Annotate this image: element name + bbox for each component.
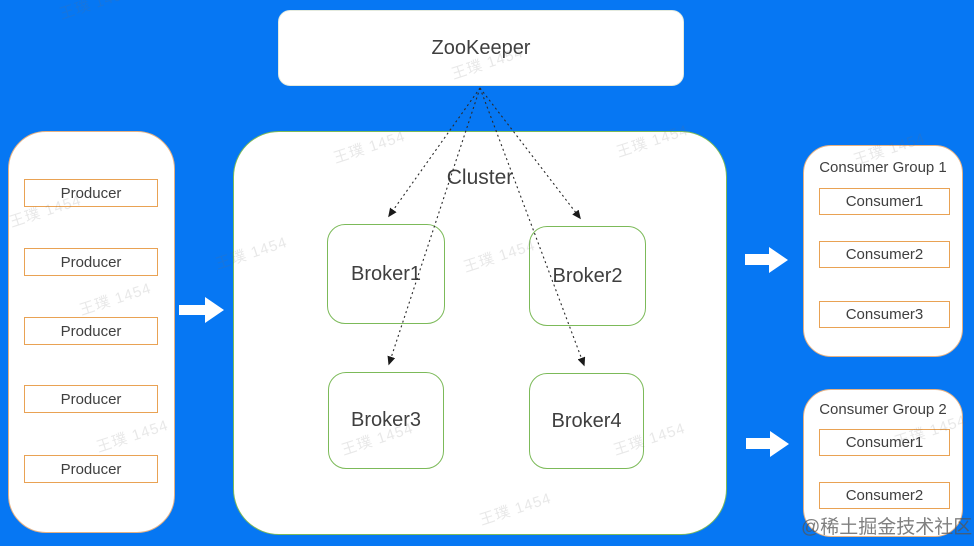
broker-label: Broker2 bbox=[552, 264, 623, 287]
site-credit-watermark: @稀土掘金技术社区 bbox=[801, 517, 973, 538]
consumer-node: Consumer3 bbox=[819, 301, 950, 328]
consumer-label: Consumer1 bbox=[845, 434, 924, 451]
cluster-to-group1-arrow bbox=[745, 247, 788, 273]
producer-node: Producer bbox=[24, 455, 158, 483]
zookeeper-label: ZooKeeper bbox=[431, 36, 531, 59]
producer-label: Producer bbox=[60, 390, 122, 408]
consumer-label: Consumer2 bbox=[845, 246, 924, 263]
cluster-to-group2-arrow bbox=[746, 431, 789, 457]
producer-label: Producer bbox=[60, 322, 122, 340]
cluster-title: Cluster bbox=[446, 166, 514, 189]
consumer-group-1-panel: Consumer Group 1 Consumer1 Consumer2 Con… bbox=[803, 145, 963, 357]
producers-to-cluster-arrow bbox=[179, 297, 224, 323]
consumer-node: Consumer1 bbox=[819, 188, 950, 215]
producer-label: Producer bbox=[60, 253, 122, 271]
producer-node: Producer bbox=[24, 385, 158, 413]
broker-label: Broker1 bbox=[350, 262, 422, 285]
broker-label: Broker3 bbox=[350, 409, 422, 431]
cluster-panel: Cluster Broker1 Broker2 Broker3 Broker4 bbox=[233, 131, 727, 535]
zookeeper-node: ZooKeeper bbox=[278, 10, 684, 86]
broker-node: Broker3 bbox=[328, 372, 444, 469]
broker-label: Broker4 bbox=[551, 409, 622, 432]
consumer-group-2-title: Consumer Group 2 bbox=[819, 401, 947, 418]
watermark: 王璞 1454 bbox=[57, 0, 134, 24]
consumer-group-2-panel: Consumer Group 2 Consumer1 Consumer2 bbox=[803, 389, 963, 537]
broker-node: Broker2 bbox=[529, 226, 646, 326]
consumer-node: Consumer1 bbox=[819, 429, 950, 456]
producers-panel: Producer Producer Producer Producer Prod… bbox=[8, 131, 175, 533]
consumer-node: Consumer2 bbox=[819, 241, 950, 268]
broker-node: Broker1 bbox=[327, 224, 445, 324]
producer-node: Producer bbox=[24, 317, 158, 345]
producer-node: Producer bbox=[24, 179, 158, 207]
consumer-label: Consumer2 bbox=[845, 487, 924, 504]
producer-node: Producer bbox=[24, 248, 158, 276]
producer-label: Producer bbox=[60, 460, 122, 478]
consumer-label: Consumer3 bbox=[845, 306, 924, 323]
consumer-label: Consumer1 bbox=[845, 193, 924, 210]
broker-node: Broker4 bbox=[529, 373, 644, 469]
consumer-node: Consumer2 bbox=[819, 482, 950, 509]
producer-label: Producer bbox=[60, 184, 122, 202]
consumer-group-1-title: Consumer Group 1 bbox=[819, 159, 947, 176]
